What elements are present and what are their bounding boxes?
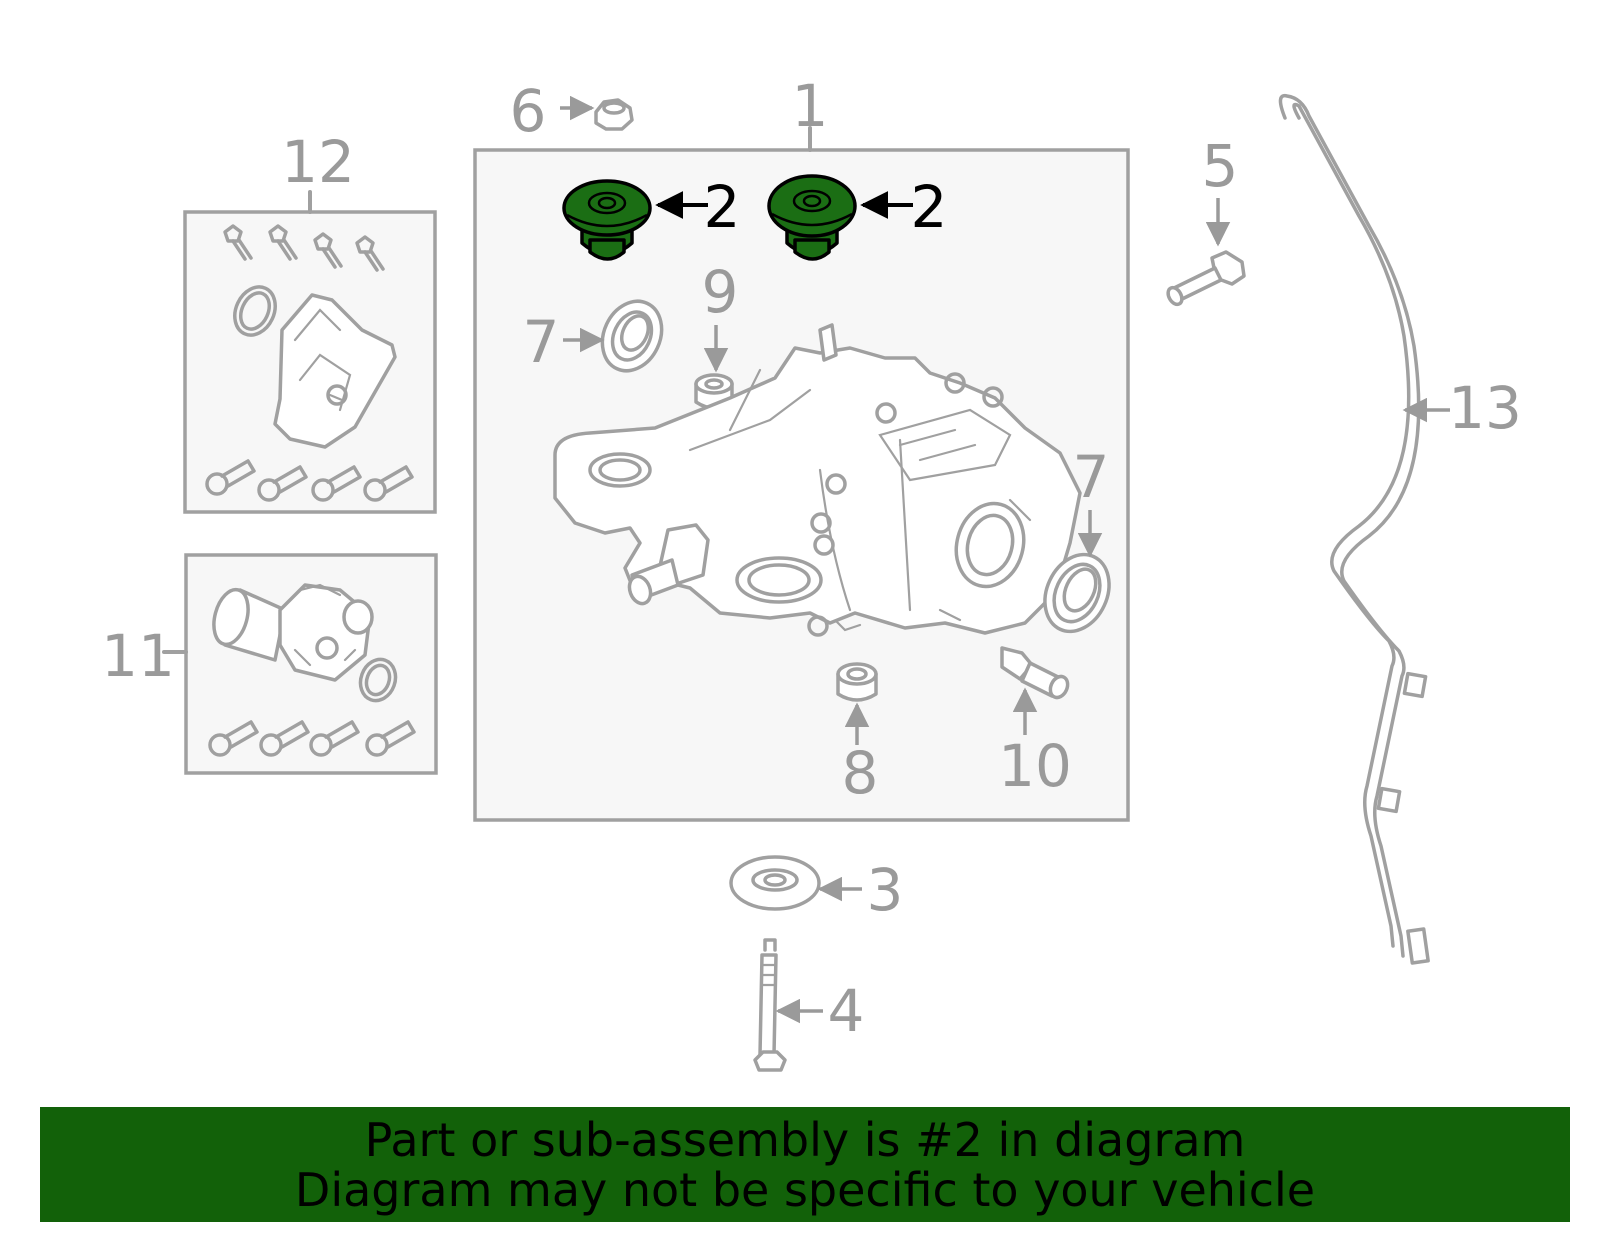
callout-1: 1 (792, 72, 829, 140)
bolt-set-icon (205, 459, 414, 502)
callout-2-right: 2 (911, 173, 948, 241)
nut-icon (594, 98, 634, 131)
callout-3: 3 (867, 856, 904, 924)
callout-10: 10 (998, 732, 1072, 800)
screw-icon (223, 224, 385, 272)
callout-13: 13 (1448, 374, 1522, 442)
o-ring-icon (358, 657, 398, 703)
callout-5: 5 (1202, 132, 1239, 200)
bushing-left-highlight (562, 179, 652, 261)
long-bolt-icon (753, 938, 787, 1072)
seal-icon (1043, 552, 1111, 634)
cover-kit-box (183, 190, 437, 514)
callout-6: 6 (510, 77, 547, 145)
callout-7-left: 7 (523, 308, 560, 376)
banner-line-1: Part or sub-assembly is #2 in diagram (364, 1112, 1246, 1167)
differential-housing-icon (553, 323, 1082, 637)
wire-harness-icon (1278, 93, 1430, 965)
bolt-icon (1166, 250, 1246, 307)
sensor-icon (1000, 646, 1070, 700)
callout-11: 11 (101, 622, 175, 690)
bolt-set-icon (208, 720, 416, 757)
banner-line-2: Diagram may not be specific to your vehi… (294, 1162, 1316, 1217)
cover-housing-icon (273, 293, 397, 449)
motor-actuator-icon (212, 583, 374, 682)
callout-2-left: 2 (704, 173, 741, 241)
callout-9: 9 (702, 258, 739, 326)
info-banner: Part or sub-assembly is #2 in diagram Di… (40, 1107, 1570, 1222)
o-ring-icon (233, 285, 277, 337)
actuator-kit-box (162, 553, 438, 775)
callout-7-right: 7 (1073, 443, 1110, 511)
washer-icon (729, 855, 821, 911)
callout-8: 8 (842, 739, 879, 807)
bushing-icon (836, 662, 878, 702)
bushing-right-highlight (767, 174, 857, 261)
leader-arrows (560, 95, 1450, 1024)
callout-12: 12 (281, 128, 355, 196)
callout-4: 4 (828, 977, 865, 1045)
seal-icon (600, 299, 664, 373)
